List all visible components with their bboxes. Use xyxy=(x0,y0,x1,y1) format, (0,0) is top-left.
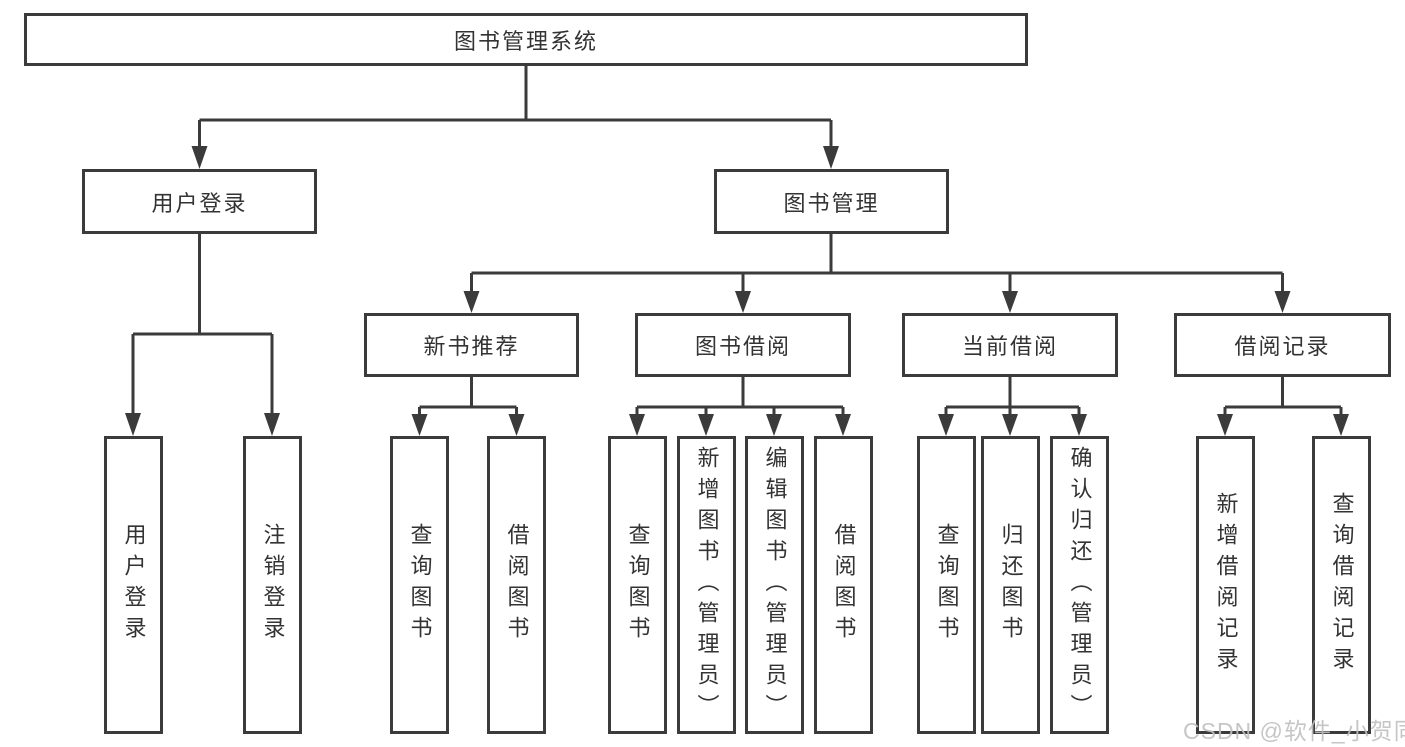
connector-arrowheads xyxy=(125,146,1349,436)
leaf-add-borrow-record: 新增借阅记录 xyxy=(1196,436,1255,734)
connector-arrow-shafts xyxy=(131,120,1343,420)
leaf-query-books-current: 查询图书 xyxy=(917,436,976,734)
node-current-borrowing: 当前借阅 xyxy=(902,313,1118,377)
leaf-logout: 注销登录 xyxy=(243,436,302,734)
leaf-query-borrow-record: 查询借阅记录 xyxy=(1312,436,1371,734)
leaf-query-books-borrowing: 查询图书 xyxy=(608,436,667,734)
leaf-confirm-return-admin: 确认归还（管理员） xyxy=(1050,436,1109,734)
node-user-login: 用户登录 xyxy=(82,169,317,234)
connector-trunks xyxy=(133,66,1341,409)
node-book-management: 图书管理 xyxy=(714,169,949,234)
leaf-add-books-admin: 新增图书（管理员） xyxy=(677,436,736,734)
leaf-return-books: 归还图书 xyxy=(981,436,1040,734)
node-new-book-recommendation: 新书推荐 xyxy=(364,313,579,377)
leaf-query-books-recommend: 查询图书 xyxy=(390,436,449,734)
node-library-management-system: 图书管理系统 xyxy=(24,13,1028,66)
leaf-borrow-books-borrowing: 借阅图书 xyxy=(814,436,873,734)
csdn-watermark: CSDN @软件_小贺同学 xyxy=(1183,718,1405,744)
leaf-user-login: 用户登录 xyxy=(104,436,163,734)
leaf-borrow-books-recommend: 借阅图书 xyxy=(487,436,546,734)
node-book-borrowing: 图书借阅 xyxy=(635,313,851,377)
node-borrowing-records: 借阅记录 xyxy=(1174,313,1391,377)
leaf-edit-books-admin: 编辑图书（管理员） xyxy=(745,436,804,734)
